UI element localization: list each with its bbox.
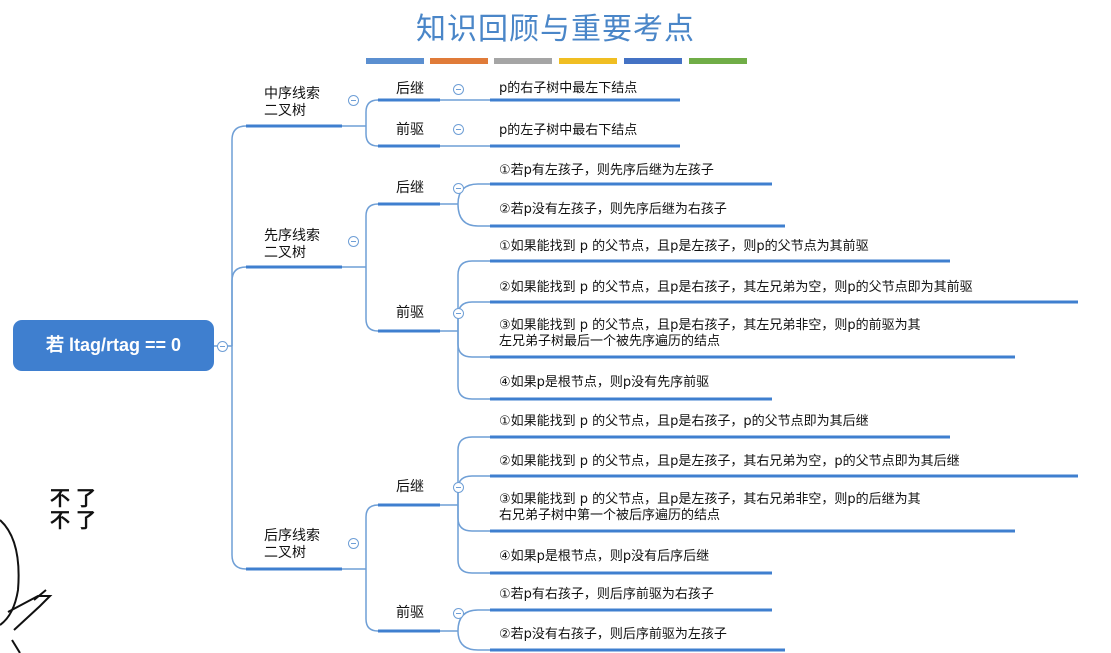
sticker-line-2: 不了 bbox=[50, 508, 102, 532]
color-stripe-5 bbox=[624, 58, 682, 64]
inorder-collapse-icon[interactable] bbox=[348, 95, 359, 106]
postorder-successor-rule-2: ②如果能找到 p 的父节点，且p是左孩子，其右兄弟为空，p的父节点即为其后继 bbox=[499, 454, 960, 469]
root-collapse-icon[interactable] bbox=[217, 341, 228, 352]
preorder-successor-rule-2: ②若p没有左孩子，则先序后继为右孩子 bbox=[499, 202, 727, 217]
preorder-successor-rule-1: ①若p有左孩子，则先序后继为左孩子 bbox=[499, 163, 714, 178]
inorder-successor-rule: p的右子树中最左下结点 bbox=[499, 81, 638, 96]
preorder-predecessor-collapse-icon[interactable] bbox=[453, 308, 464, 319]
color-stripe-2 bbox=[430, 58, 488, 64]
preorder-predecessor-rule-3-line2: 左兄弟子树最后一个被先序遍历的结点 bbox=[499, 334, 721, 349]
postorder-successor[interactable]: 后继 bbox=[396, 479, 424, 495]
inorder-predecessor-collapse-icon[interactable] bbox=[453, 124, 464, 135]
branch-inorder-line2: 二叉树 bbox=[264, 103, 306, 119]
postorder-predecessor-rule-1: ①若p有右孩子，则后序前驱为右孩子 bbox=[499, 587, 714, 602]
preorder-successor-collapse-icon[interactable] bbox=[453, 183, 464, 194]
preorder-collapse-icon[interactable] bbox=[348, 236, 359, 247]
color-stripe-6 bbox=[689, 58, 747, 64]
postorder-successor-rule-3-line2: 右兄弟子树中第一个被后序遍历的结点 bbox=[499, 508, 721, 523]
color-stripe-1 bbox=[366, 58, 424, 64]
postorder-predecessor[interactable]: 前驱 bbox=[396, 605, 424, 621]
preorder-predecessor[interactable]: 前驱 bbox=[396, 305, 424, 321]
postorder-predecessor-rule-2: ②若p没有右孩子，则后序前驱为左孩子 bbox=[499, 627, 727, 642]
branch-postorder-line2: 二叉树 bbox=[264, 545, 306, 561]
doodle-head bbox=[0, 519, 20, 626]
sticker-text: 不了 不了 bbox=[50, 487, 102, 531]
branch-postorder-line1: 后序线索 bbox=[264, 528, 320, 544]
branch-preorder[interactable]: 先序线索 二叉树 bbox=[264, 228, 320, 262]
preorder-successor[interactable]: 后继 bbox=[396, 180, 424, 196]
branch-postorder[interactable]: 后序线索 二叉树 bbox=[264, 528, 320, 562]
postorder-successor-collapse-icon[interactable] bbox=[453, 482, 464, 493]
postorder-successor-rule-3-line1: ③如果能找到 p 的父节点，且p是左孩子，其右兄弟非空，则p的后继为其 bbox=[499, 492, 921, 507]
preorder-predecessor-rule-1: ①如果能找到 p 的父节点，且p是左孩子，则p的父节点为其前驱 bbox=[499, 239, 869, 254]
sticker-line-1: 不了 bbox=[50, 486, 102, 510]
preorder-predecessor-rule-2: ②如果能找到 p 的父节点，且p是右孩子，其左兄弟为空，则p的父节点即为其前驱 bbox=[499, 280, 973, 295]
preorder-predecessor-rule-3-line1: ③如果能找到 p 的父节点，且p是右孩子，其左兄弟非空，则p的前驱为其 bbox=[499, 318, 921, 333]
branch-preorder-line2: 二叉树 bbox=[264, 245, 306, 261]
branch-preorder-line1: 先序线索 bbox=[264, 228, 320, 244]
branch-inorder-line1: 中序线索 bbox=[264, 86, 320, 102]
page-title: 知识回顾与重要考点 bbox=[416, 12, 695, 47]
branch-inorder[interactable]: 中序线索 二叉树 bbox=[264, 86, 320, 120]
preorder-predecessor-rule-4: ④如果p是根节点，则p没有先序前驱 bbox=[499, 375, 710, 390]
root-condition[interactable]: 若 ltag/rtag == 0 bbox=[13, 320, 214, 371]
postorder-collapse-icon[interactable] bbox=[348, 538, 359, 549]
inorder-predecessor-rule: p的左子树中最右下结点 bbox=[499, 123, 638, 138]
postorder-predecessor-collapse-icon[interactable] bbox=[453, 608, 464, 619]
postorder-successor-rule-4: ④如果p是根节点，则p没有后序后继 bbox=[499, 549, 710, 564]
inorder-successor-collapse-icon[interactable] bbox=[453, 84, 464, 95]
preorder-predecessor-rule-3: ③如果能找到 p 的父节点，且p是右孩子，其左兄弟非空，则p的前驱为其 左兄弟子… bbox=[499, 318, 921, 350]
postorder-successor-rule-3: ③如果能找到 p 的父节点，且p是左孩子，其右兄弟非空，则p的后继为其 右兄弟子… bbox=[499, 492, 921, 524]
inorder-predecessor[interactable]: 前驱 bbox=[396, 122, 424, 138]
color-stripe-3 bbox=[494, 58, 552, 64]
inorder-successor[interactable]: 后继 bbox=[396, 81, 424, 97]
postorder-successor-rule-1: ①如果能找到 p 的父节点，且p是右孩子，p的父节点即为其后继 bbox=[499, 414, 869, 429]
color-stripe-4 bbox=[559, 58, 617, 64]
